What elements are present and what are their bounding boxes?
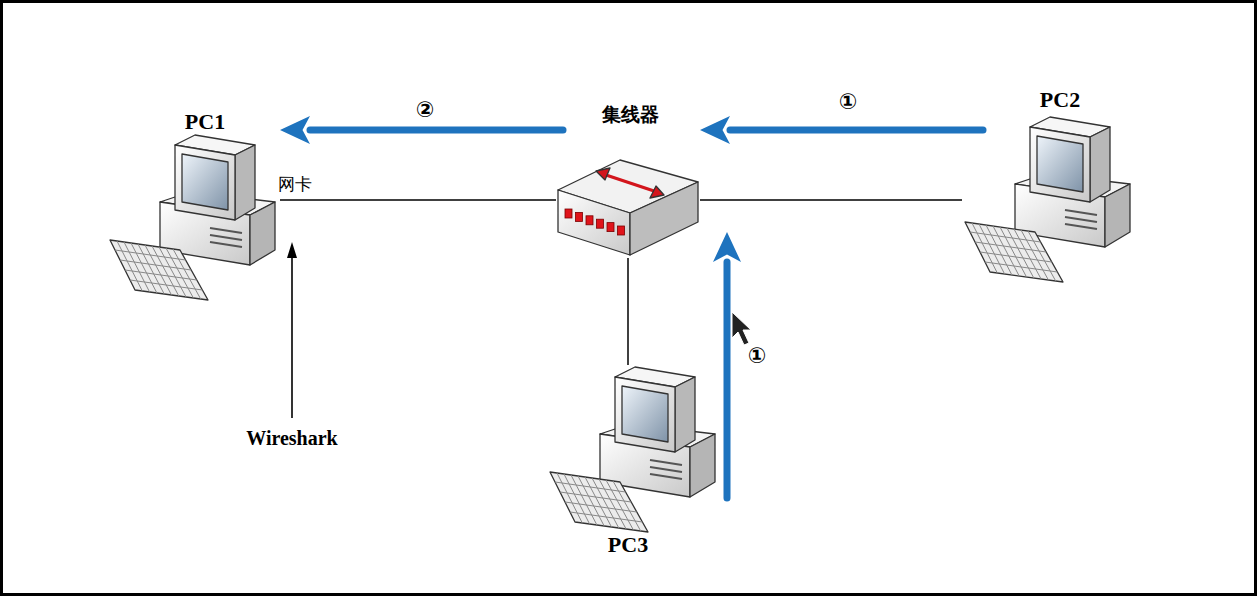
- key-column: [613, 481, 641, 531]
- key-column: [145, 245, 172, 295]
- port-led: [618, 226, 625, 235]
- monitor-screen: [622, 386, 668, 442]
- monitor-screen: [182, 154, 228, 210]
- monitor-front: [1030, 127, 1090, 202]
- flow-arrow-head: [713, 232, 741, 262]
- key-column: [1021, 230, 1048, 280]
- port-led: [586, 216, 593, 225]
- base-side: [690, 434, 715, 497]
- keyboard: [550, 472, 648, 532]
- keyboard: [110, 240, 208, 300]
- key-column: [124, 242, 150, 292]
- key-column: [986, 225, 1012, 275]
- tool-label: Wireshark: [246, 427, 338, 449]
- drive-slot: [650, 467, 682, 472]
- computer-label: PC2: [1040, 88, 1080, 112]
- key-column: [571, 475, 597, 525]
- flow-arrow-head: [280, 116, 310, 144]
- key-column: [1007, 228, 1034, 278]
- drive-slot: [1065, 224, 1097, 229]
- hub-arrow-head: [596, 168, 610, 180]
- hub-node: 集线器: [556, 100, 700, 258]
- part-label: 网卡: [278, 175, 312, 194]
- base-side: [1105, 184, 1130, 247]
- key-column: [606, 480, 633, 530]
- drive-slot: [650, 474, 682, 479]
- pointer-head: [287, 242, 297, 258]
- network-cable: [700, 199, 962, 201]
- key-column: [972, 223, 997, 273]
- callout-number: ①: [748, 344, 767, 368]
- drive-slot: [1065, 217, 1097, 222]
- key-column: [159, 247, 186, 297]
- computer-node: PC1: [108, 106, 280, 305]
- drive-slot: [210, 242, 242, 247]
- monitor-front: [615, 377, 675, 452]
- base-side: [250, 202, 275, 265]
- key-column: [152, 246, 179, 296]
- port-led: [565, 209, 572, 218]
- key-column: [979, 224, 1005, 274]
- computer-icon: [110, 135, 275, 300]
- callout-number: ①: [839, 90, 858, 114]
- pointer-line: [291, 250, 293, 418]
- computer-icon: [965, 117, 1130, 282]
- monitor-screen: [1037, 136, 1083, 192]
- hub-front: [558, 190, 630, 255]
- mouse-cursor: [732, 312, 751, 345]
- monitor-side: [1090, 127, 1110, 202]
- hub-arrow-shaft: [606, 175, 654, 191]
- key-column: [592, 478, 619, 528]
- drive-slot: [1065, 210, 1097, 215]
- port-led: [576, 212, 583, 221]
- drive-slot: [210, 235, 242, 240]
- key-column: [131, 243, 157, 293]
- flow-arrow-shaft: [730, 127, 983, 134]
- key-column: [599, 479, 626, 529]
- key-column: [993, 226, 1019, 276]
- flow-arrow-shaft: [724, 262, 731, 498]
- key-column: [564, 474, 590, 524]
- drive-slot: [650, 460, 682, 465]
- key-column: [1014, 229, 1041, 279]
- monitor-side: [675, 377, 695, 452]
- key-column: [578, 476, 604, 526]
- flow-arrow: [700, 116, 983, 144]
- computer-label: PC1: [185, 110, 225, 134]
- computer-node: PC3: [545, 365, 721, 561]
- computer-label: PC3: [608, 533, 648, 557]
- network-cable: [627, 258, 629, 365]
- monitor-side: [235, 145, 255, 220]
- drive-slot: [210, 228, 242, 233]
- key-column: [166, 248, 193, 298]
- key-column: [138, 244, 164, 294]
- key-column: [1028, 231, 1056, 281]
- hub-arrow-head: [650, 186, 664, 198]
- key-column: [173, 249, 201, 299]
- hub-icon: [558, 160, 698, 255]
- key-column: [585, 477, 612, 527]
- key-column: [117, 241, 142, 291]
- port-led: [597, 219, 604, 228]
- device-label: 集线器: [602, 104, 659, 125]
- port-led: [607, 223, 614, 232]
- network-cable: [280, 199, 556, 201]
- flow-arrow-shaft: [310, 127, 563, 134]
- monitor-front: [175, 145, 235, 220]
- key-column: [557, 473, 582, 523]
- hub-side: [630, 182, 698, 255]
- flow-arrow: [713, 232, 741, 498]
- callout-number: ②: [416, 98, 435, 122]
- key-column: [1000, 227, 1027, 277]
- keyboard: [965, 222, 1063, 282]
- computer-node: PC2: [962, 86, 1136, 292]
- flow-arrow-head: [700, 116, 730, 144]
- computer-icon: [550, 367, 715, 532]
